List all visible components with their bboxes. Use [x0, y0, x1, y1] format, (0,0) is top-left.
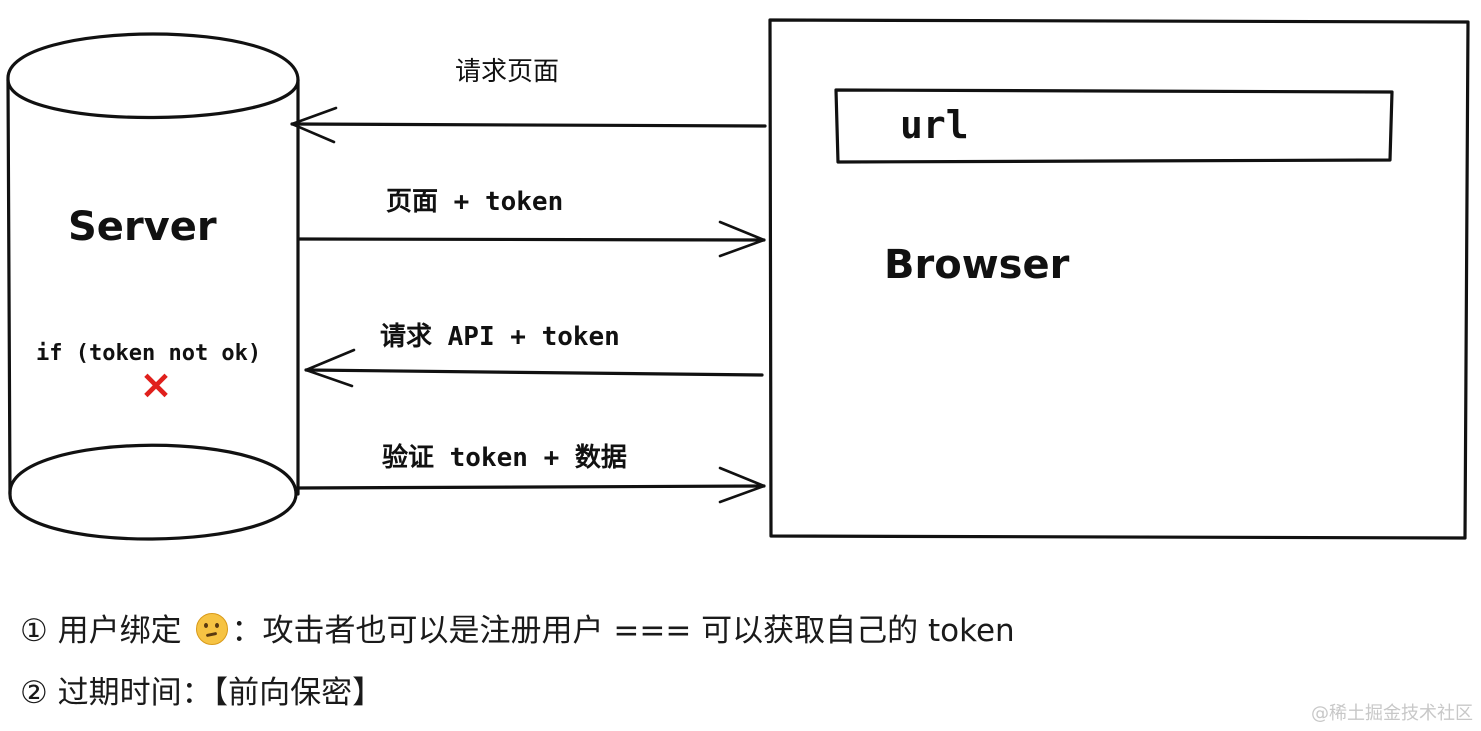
- arrow-label-request-page: 请求页面: [455, 57, 559, 87]
- note-user-binding-title: 用户绑定: [57, 613, 182, 649]
- note-expiry-text: 过期时间：【前向保密】: [57, 675, 384, 711]
- note-user-binding: ① 用户绑定 ：攻击者也可以是注册用户 === 可以获取自己的 token: [20, 600, 1320, 662]
- token-condition: if (token not ok): [36, 341, 261, 366]
- arrow-label-request-api: 请求 API + token: [380, 322, 620, 352]
- note-expiry: ② 过期时间：【前向保密】: [20, 662, 1320, 724]
- arrow-request-page: [290, 106, 767, 144]
- fail-x-icon: ×: [139, 362, 173, 408]
- url-bar: [834, 88, 1394, 164]
- note-marker-1: ①: [20, 613, 48, 649]
- server-label: Server: [68, 204, 217, 250]
- arrow-page-token: [298, 220, 766, 258]
- arrow-request-api: [304, 348, 764, 388]
- watermark: @稀土掘金技术社区: [1311, 703, 1473, 724]
- browser-label: Browser: [884, 242, 1070, 288]
- notes: ① 用户绑定 ：攻击者也可以是注册用户 === 可以获取自己的 token ② …: [20, 600, 1320, 724]
- server-cylinder: [6, 32, 300, 541]
- thinking-face-icon: [195, 613, 228, 645]
- arrow-verify-token-data: [296, 466, 766, 504]
- arrow-label-page-token: 页面 + token: [386, 187, 563, 217]
- browser-window: [768, 18, 1470, 540]
- arrow-label-verify-token: 验证 token + 数据: [382, 442, 627, 473]
- url-label: url: [900, 103, 969, 147]
- note-marker-2: ②: [20, 675, 48, 711]
- note-user-binding-text: ：攻击者也可以是注册用户 === 可以获取自己的 token: [231, 613, 1015, 649]
